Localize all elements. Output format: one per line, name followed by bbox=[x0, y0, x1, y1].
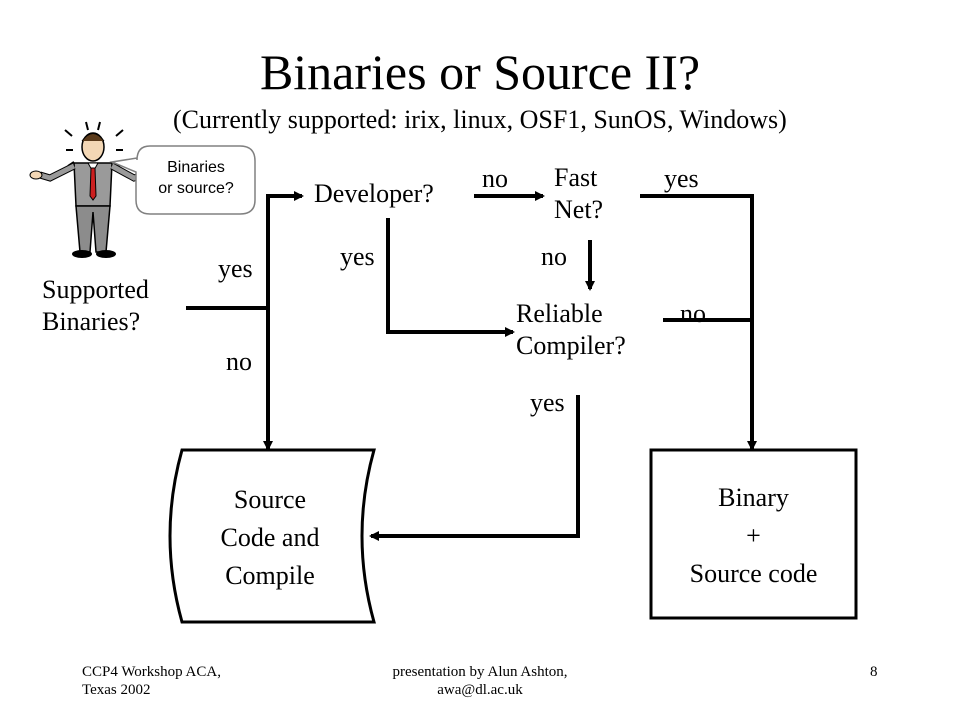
developer-yes-label: yes bbox=[340, 242, 375, 271]
fastnet-yes-label: yes bbox=[664, 164, 699, 193]
developer-yes-arrow bbox=[386, 218, 515, 337]
supported-binaries-line2: Binaries? bbox=[42, 307, 141, 336]
slide-title: Binaries or Source II? bbox=[259, 44, 701, 100]
binary-source-line3: Source code bbox=[689, 559, 818, 588]
fast-net-line2: Net? bbox=[554, 195, 604, 224]
fast-net-node: Fast Net? bbox=[554, 162, 603, 226]
worried-person-icon bbox=[29, 121, 155, 258]
footer-left-line2: Texas 2002 bbox=[82, 682, 151, 698]
developer-no-label: no bbox=[482, 164, 508, 193]
footer-center-line1: presentation by Alun Ashton, bbox=[392, 664, 568, 680]
footer-center-line2: awa@dl.ac.uk bbox=[437, 682, 523, 698]
binary-source-line2: + bbox=[746, 521, 761, 550]
speech-bubble-line1: Binaries bbox=[167, 159, 225, 176]
developer-node: Developer? bbox=[314, 179, 434, 208]
supported-no-label: no bbox=[226, 347, 252, 376]
supported-binaries-node: Supported Binaries? bbox=[42, 274, 149, 338]
supported-binaries-line1: Supported bbox=[42, 275, 149, 304]
binary-source-node: Binary + Source code bbox=[651, 479, 856, 593]
source-compile-line1: Source bbox=[233, 485, 307, 514]
source-compile-shape bbox=[168, 448, 376, 624]
source-compile-line2: Code and bbox=[220, 523, 320, 552]
supported-yes-label: yes bbox=[218, 254, 253, 283]
source-compile-node: Source Code and Compile bbox=[190, 481, 350, 595]
footer-left-line1: CCP4 Workshop ACA, bbox=[82, 664, 221, 680]
speech-bubble-text: Binaries or source? bbox=[140, 157, 252, 199]
compiler-yes-label: yes bbox=[530, 388, 565, 417]
binary-source-line1: Binary bbox=[718, 483, 789, 512]
compiler-yes-arrow bbox=[369, 395, 580, 541]
compiler-no-label: no bbox=[680, 299, 706, 328]
reliable-compiler-node: Reliable Compiler? bbox=[516, 298, 626, 362]
footer-left: CCP4 Workshop ACA, Texas 2002 bbox=[82, 663, 221, 699]
fastnet-yes-connector bbox=[640, 194, 754, 320]
source-compile-line3: Compile bbox=[225, 561, 315, 590]
compiler-no-arrow bbox=[663, 318, 757, 451]
supported-yes-arrow bbox=[266, 191, 304, 308]
speech-bubble-line2: or source? bbox=[158, 180, 234, 197]
page-number: 8 bbox=[870, 664, 878, 680]
fast-net-line1: Fast bbox=[554, 163, 598, 192]
reliable-compiler-line2: Compiler? bbox=[516, 331, 626, 360]
speech-bubble bbox=[109, 145, 256, 215]
slide-subtitle: (Currently supported: irix, linux, OSF1,… bbox=[173, 105, 787, 134]
fastnet-no-label: no bbox=[541, 242, 567, 271]
footer-center: presentation by Alun Ashton, awa@dl.ac.u… bbox=[330, 663, 630, 699]
reliable-compiler-line1: Reliable bbox=[516, 299, 603, 328]
